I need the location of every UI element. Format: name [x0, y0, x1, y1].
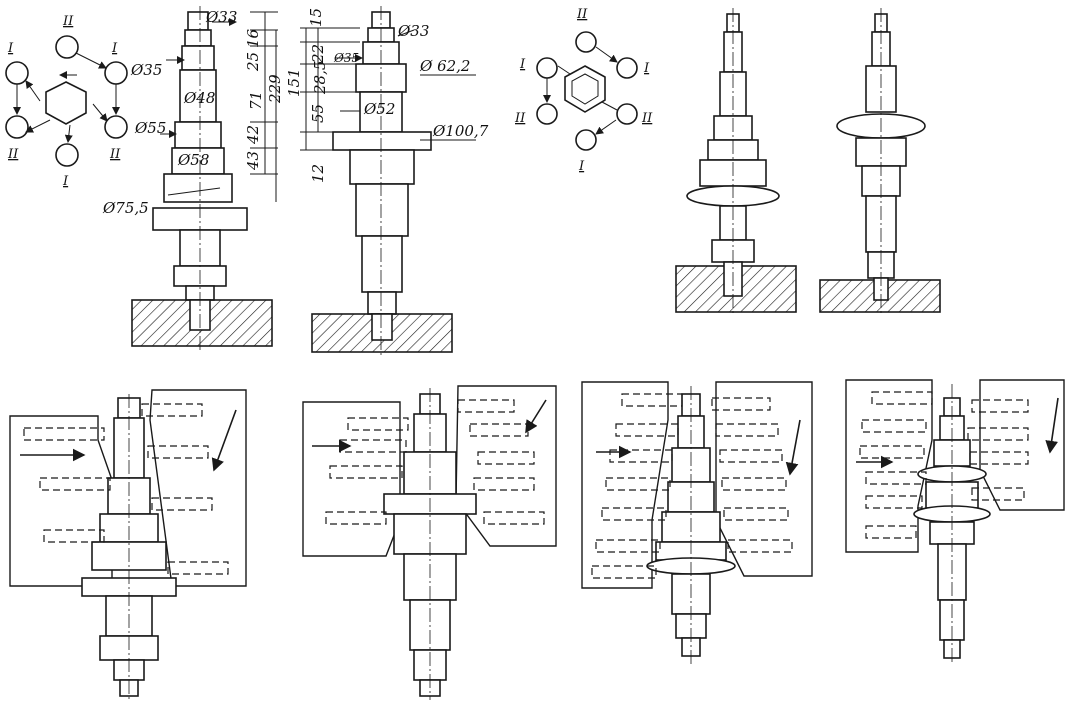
turret-hexagon [45, 81, 87, 125]
dim-l42: 42 [244, 125, 262, 145]
turret-scheme-right: II I I II II I [514, 7, 653, 174]
cross-slide-tool-block [302, 401, 401, 557]
dim-l22: 22 [309, 44, 327, 64]
dim-l16: 16 [244, 28, 262, 48]
feed-arrow [1045, 397, 1059, 454]
dim-d52: Ø52 [363, 100, 395, 118]
label-roman-two: II [7, 147, 19, 162]
dim-d35: Ø35 [130, 61, 162, 79]
label-roman-one: I [519, 57, 526, 72]
label-roman-one: I [62, 174, 69, 189]
dim-d35: Ø35 [333, 51, 359, 65]
dim-d58: Ø58 [177, 151, 209, 169]
cross-slide-tool-block [581, 381, 669, 589]
label-roman-one: I [578, 159, 585, 174]
label-roman-two: II [62, 14, 74, 29]
dim-d75: Ø75,5 [102, 199, 149, 217]
tool-station-circle [575, 129, 597, 151]
label-roman-one: I [7, 41, 14, 56]
tool-station-circle [536, 57, 558, 79]
machining-stage-2 [302, 385, 557, 700]
dim-l71: 71 [247, 91, 265, 110]
label-roman-two: II [641, 111, 653, 126]
tool-station-circle [536, 103, 558, 125]
dim-l229: 229 [266, 74, 284, 104]
tool-station-circle [104, 61, 128, 85]
dim-l285: 28,5 [311, 61, 329, 95]
label-roman-two: II [109, 147, 121, 162]
dim-l15: 15 [307, 8, 325, 27]
label-roman-one: I [111, 41, 118, 56]
vertical-tool-block [715, 381, 813, 577]
machining-stage-3 [581, 381, 813, 664]
dim-d48: Ø48 [183, 89, 215, 107]
dim-l55: 55 [309, 104, 327, 123]
dim-l25: 25 [244, 52, 262, 72]
tool-station-circle [575, 31, 597, 53]
part-drawing-right: Ø33 Ø35 Ø 62,2 Ø52 Ø100,7 15 22 28,5 55 … [285, 6, 489, 356]
part-drawing-left: Ø33 Ø35 Ø48 Ø55 Ø58 Ø75,5 16 25 71 42 43… [102, 6, 284, 350]
part-view-a [675, 8, 797, 316]
label-roman-two: II [576, 7, 588, 22]
turret-hexagon [564, 65, 606, 113]
vertical-tool-block [149, 389, 247, 587]
feed-arrow [785, 419, 801, 476]
tool-station-circle [616, 103, 638, 125]
feed-arrow [211, 409, 237, 472]
feed-arrow [525, 399, 547, 434]
dim-l43: 43 [244, 151, 262, 171]
tool-station-circle [104, 115, 128, 139]
dim-d62: Ø 62,2 [419, 57, 470, 75]
dim-l12: 12 [309, 164, 327, 183]
dim-d55: Ø55 [134, 119, 166, 137]
turret-scheme-left: II I I II II I [5, 14, 128, 189]
vertical-tool-block [455, 385, 557, 547]
dim-l151: 151 [285, 68, 303, 97]
machining-stage-1 [9, 389, 247, 700]
label-roman-two: II [514, 111, 526, 126]
tool-station-circle [5, 115, 29, 139]
dim-d33: Ø33 [205, 8, 237, 26]
machining-stage-4 [845, 379, 1065, 664]
tool-station-circle [55, 143, 79, 167]
dim-d100: Ø100,7 [432, 122, 489, 140]
label-roman-one: I [643, 61, 650, 76]
tool-station-circle [55, 35, 79, 59]
tool-station-circle [5, 61, 29, 85]
part-view-b [819, 8, 941, 316]
tool-station-circle [616, 57, 638, 79]
dim-d33: Ø33 [397, 22, 429, 40]
